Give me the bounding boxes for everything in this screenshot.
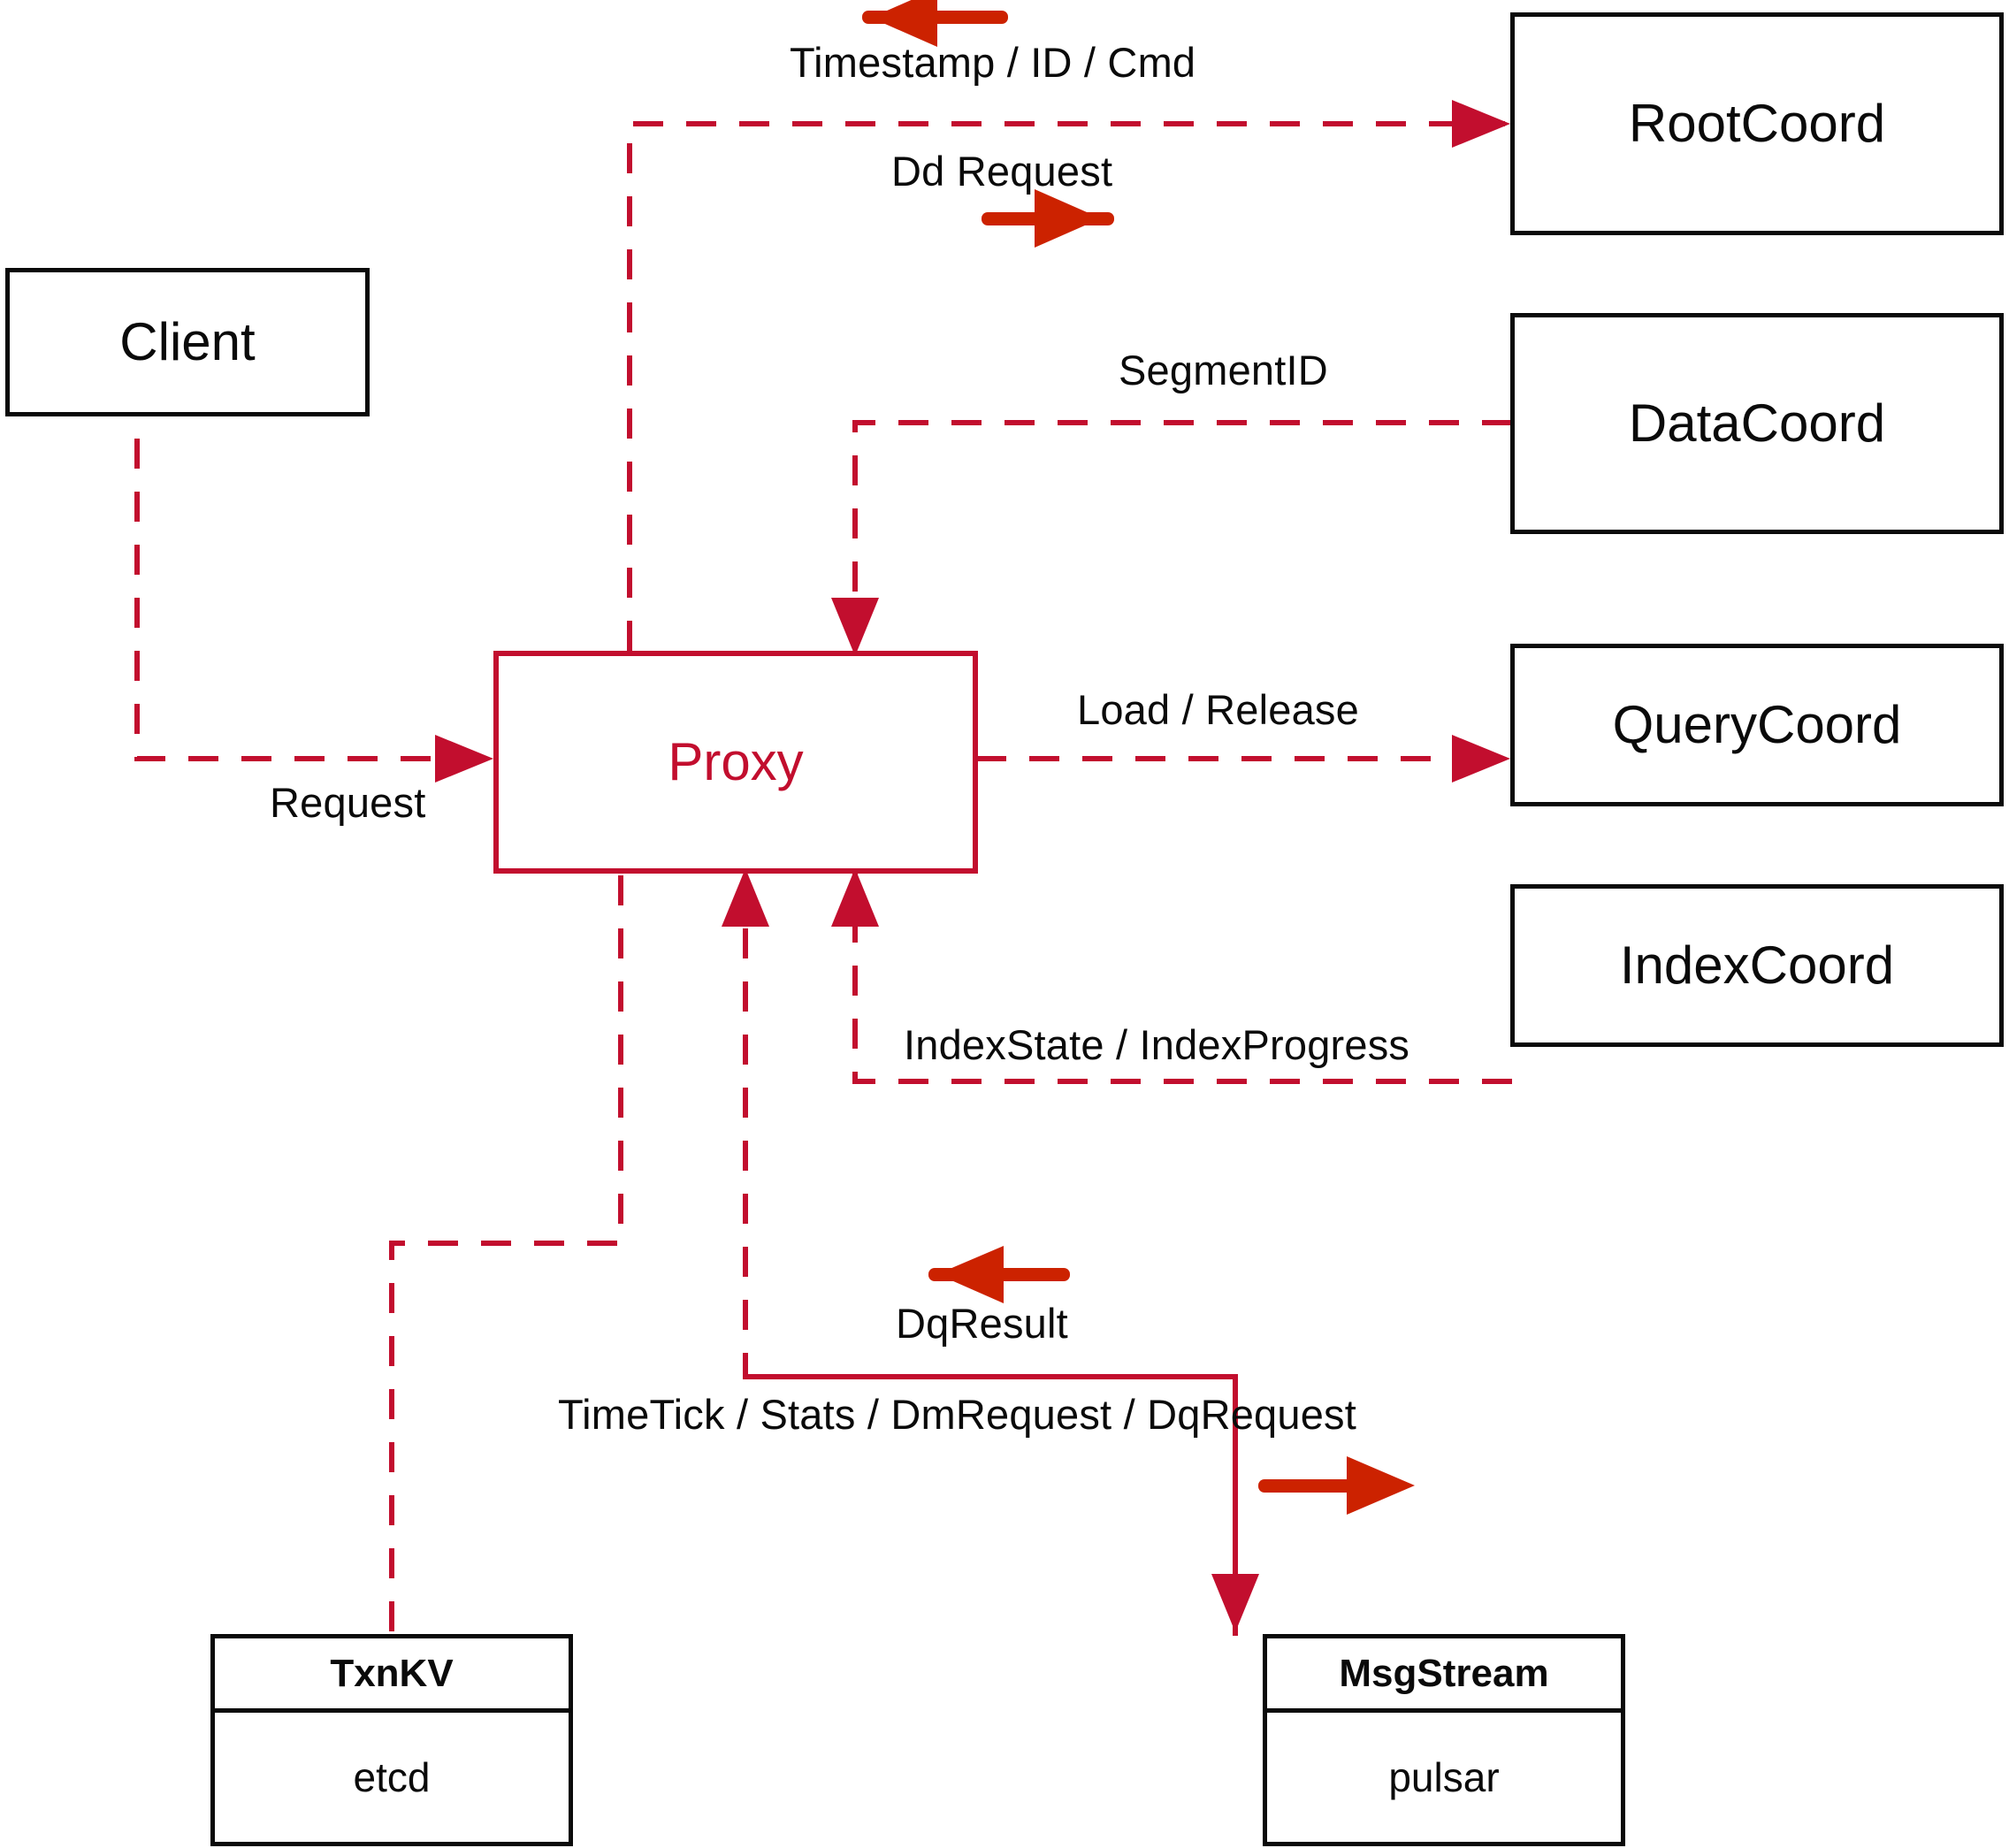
edge-label-dd-request: Dd Request	[891, 148, 1113, 195]
edge-datacoord-proxy	[831, 420, 1512, 656]
node-client[interactable]: Client	[5, 268, 370, 416]
edge-label-segmentid: SegmentID	[1119, 347, 1328, 393]
edge-msgstream-proxy	[722, 868, 1238, 1636]
edge-label-indexstate: IndexState / IndexProgress	[904, 1021, 1410, 1068]
node-msgstream-body: pulsar	[1388, 1754, 1500, 1800]
node-txnkv-header: TxnKV	[215, 1638, 569, 1713]
edge-label-request: Request	[270, 779, 426, 826]
edge-client-to-proxy	[134, 386, 493, 783]
edge-label-timestamp-id-cmd: Timestamp / ID / Cmd	[790, 39, 1196, 86]
edge-label-timetick: TimeTick / Stats / DmRequest / DqRequest	[558, 1391, 1357, 1438]
direction-arrow-dd-request	[982, 189, 1114, 248]
node-proxy[interactable]: Proxy	[493, 651, 978, 874]
direction-arrow-dqresult	[928, 1246, 1070, 1303]
edge-label-dqresult: DqResult	[896, 1300, 1068, 1347]
node-client-label: Client	[119, 312, 256, 371]
node-indexcoord-label: IndexCoord	[1619, 935, 1895, 995]
node-querycoord[interactable]: QueryCoord	[1510, 644, 2004, 806]
direction-arrow-timetick	[1258, 1456, 1415, 1515]
node-datacoord[interactable]: DataCoord	[1510, 313, 2004, 534]
node-msgstream-header: MsgStream	[1267, 1638, 1621, 1713]
node-txnkv[interactable]: TxnKV etcd	[210, 1634, 573, 1846]
edge-proxy-txnkv	[389, 875, 623, 1632]
node-msgstream[interactable]: MsgStream pulsar	[1263, 1634, 1625, 1846]
node-datacoord-label: DataCoord	[1628, 393, 1886, 453]
node-proxy-label: Proxy	[668, 732, 804, 791]
node-indexcoord[interactable]: IndexCoord	[1510, 884, 2004, 1047]
edge-proxy-rootcoord	[627, 100, 1510, 651]
node-rootcoord-label: RootCoord	[1628, 94, 1886, 153]
node-txnkv-body: etcd	[353, 1754, 431, 1800]
node-querycoord-label: QueryCoord	[1612, 695, 1902, 754]
node-rootcoord[interactable]: RootCoord	[1510, 12, 2004, 235]
edge-label-load-release: Load / Release	[1077, 686, 1359, 733]
